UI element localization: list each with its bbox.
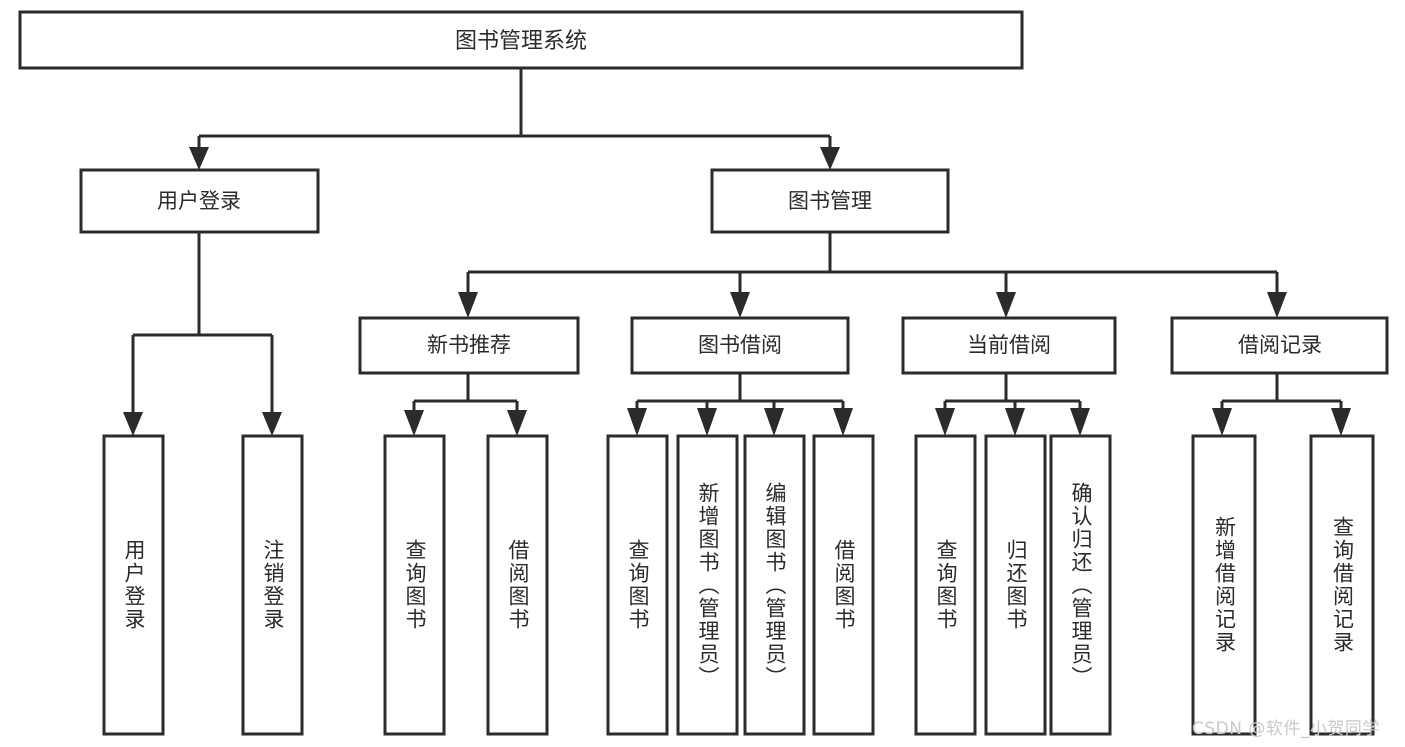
leaf-box-confirm-return[interactable] bbox=[1049, 434, 1112, 736]
leaf-box-borrow-book-2[interactable] bbox=[812, 434, 875, 736]
arrow-head-borrow-record bbox=[1267, 292, 1287, 318]
leaf-box-user-login[interactable] bbox=[102, 434, 165, 736]
node-borrow-record-label: 借阅记录 bbox=[1238, 333, 1322, 357]
arrow-head-leaf-borrow-book-1 bbox=[507, 410, 527, 436]
arrow-head-leaf-query-book-3 bbox=[935, 408, 955, 436]
csdn-watermark: CSDN @软件_小贺同学 bbox=[1192, 719, 1380, 739]
leaf-box-add-book[interactable] bbox=[676, 434, 739, 736]
node-new-book-recommend[interactable]: 新书推荐 bbox=[358, 316, 580, 375]
node-book-borrow-label: 图书借阅 bbox=[698, 333, 782, 357]
arrow-head-leaf-user-login bbox=[123, 412, 143, 436]
node-book-borrow[interactable]: 图书借阅 bbox=[630, 316, 850, 375]
leaf-box-query-book-2[interactable] bbox=[606, 434, 669, 736]
arrow-head-leaf-confirm-return bbox=[1070, 408, 1090, 436]
arrow-head-leaf-borrow-book-2 bbox=[833, 408, 853, 436]
node-root-box[interactable] bbox=[18, 10, 1024, 70]
node-current-borrow-label: 当前借阅 bbox=[967, 333, 1051, 357]
arrow-head-leaf-query-record bbox=[1331, 408, 1351, 436]
node-current-borrow[interactable]: 当前借阅 bbox=[901, 316, 1117, 375]
arrow-head-leaf-add-record bbox=[1212, 408, 1232, 436]
node-root[interactable]: 图书管理系统 bbox=[18, 10, 1024, 70]
leaf-box-query-book-3[interactable] bbox=[914, 434, 977, 736]
node-borrow-record[interactable]: 借阅记录 bbox=[1170, 316, 1389, 375]
connector-group bbox=[123, 68, 1351, 436]
node-book-management-box[interactable] bbox=[710, 168, 950, 234]
arrow-head-book-management bbox=[820, 147, 840, 170]
arrow-head-leaf-query-book-2 bbox=[627, 408, 647, 436]
arrow-head-leaf-edit-book bbox=[764, 408, 784, 436]
leaf-box-add-record[interactable] bbox=[1191, 434, 1257, 736]
arrow-head-book-borrow bbox=[730, 292, 750, 318]
node-new-book-recommend-label: 新书推荐 bbox=[427, 333, 511, 357]
node-book-management[interactable]: 图书管理 bbox=[710, 168, 950, 234]
leaf-box-return-book[interactable] bbox=[984, 434, 1047, 736]
arrow-head-leaf-query-book-1 bbox=[404, 410, 424, 436]
node-book-management-label: 图书管理 bbox=[788, 189, 872, 213]
leaf-box-query-book-1[interactable] bbox=[383, 434, 446, 736]
node-user-login-box[interactable] bbox=[79, 168, 320, 234]
node-user-login[interactable]: 用户登录 bbox=[79, 168, 320, 234]
arrow-head-new-book-recommend bbox=[458, 292, 478, 318]
node-book-borrow-box[interactable] bbox=[630, 316, 850, 375]
node-current-borrow-box[interactable] bbox=[901, 316, 1117, 375]
leaf-box-borrow-book-1[interactable] bbox=[486, 434, 549, 736]
node-borrow-record-box[interactable] bbox=[1170, 316, 1389, 375]
arrow-head-user-login bbox=[189, 147, 209, 170]
arrow-head-current-borrow bbox=[996, 292, 1016, 318]
leaf-box-query-record[interactable] bbox=[1309, 434, 1375, 736]
arrow-head-leaf-return-book bbox=[1005, 408, 1025, 436]
node-root-label: 图书管理系统 bbox=[455, 29, 587, 54]
node-user-login-label: 用户登录 bbox=[157, 189, 241, 213]
leaf-box-edit-book[interactable] bbox=[743, 434, 806, 736]
arrow-head-leaf-user-logout bbox=[262, 412, 282, 436]
arrow-head-leaf-add-book bbox=[697, 408, 717, 436]
node-new-book-recommend-box[interactable] bbox=[358, 316, 580, 375]
leaf-box-user-logout[interactable] bbox=[241, 434, 304, 736]
